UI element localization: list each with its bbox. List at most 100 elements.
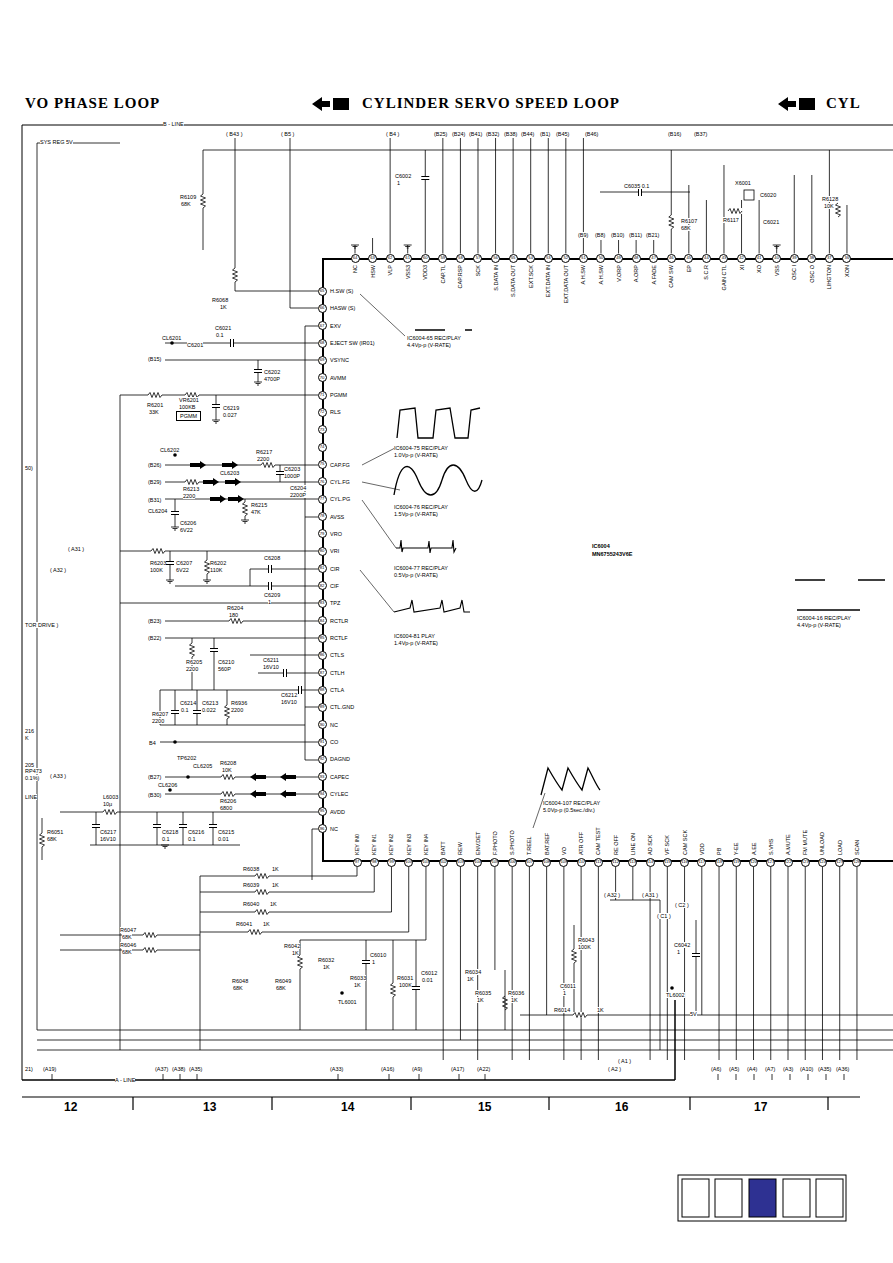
- component-label: 4700P: [264, 376, 280, 382]
- pin-number: 99: [387, 858, 396, 867]
- resistor-gap: [255, 909, 269, 915]
- component-label: (B27): [148, 774, 161, 780]
- resistor-gap: [39, 833, 45, 847]
- waveform: [541, 768, 600, 795]
- wire: [460, 867, 461, 1041]
- part-name: IC6004: [592, 543, 610, 549]
- resistor-symbol: [391, 983, 396, 997]
- wire: [157, 812, 158, 845]
- component-label: 1K: [354, 982, 361, 988]
- wire: [581, 867, 582, 1061]
- component-label: 0.1: [216, 332, 224, 338]
- pin-number: 76: [318, 477, 327, 486]
- pin-name: CAM TEST: [595, 827, 601, 855]
- component-label: ( A33 ): [50, 773, 66, 779]
- component-label: (B22): [148, 635, 161, 641]
- capacitor-gap: [192, 711, 202, 714]
- pin-number: 53: [544, 254, 553, 263]
- ground-symbol: [254, 382, 262, 383]
- pin-name: SCAN: [854, 840, 860, 855]
- capacitor-gap: [178, 825, 188, 828]
- wire: [563, 867, 564, 1061]
- pin-name: HSW: [370, 265, 376, 278]
- capacitor-symbol: [421, 179, 429, 180]
- pin-number: 117: [697, 858, 706, 867]
- resistor-gap: [835, 203, 841, 217]
- pin-number: 55: [509, 254, 518, 263]
- pin-number: 92: [318, 755, 327, 764]
- wire: [706, 200, 707, 254]
- resistor-gap: [185, 479, 199, 485]
- wire: [790, 1074, 791, 1080]
- ground-symbol: [212, 420, 220, 421]
- component-label: C6218: [162, 829, 178, 835]
- component-label: R6206: [220, 798, 236, 804]
- pin-number: 66: [318, 304, 327, 313]
- component-label: 1.4Vp-p (V-RATE): [394, 640, 438, 646]
- pin-name: CIF: [330, 583, 339, 589]
- ground-symbol: [174, 530, 176, 531]
- component-label: 4.4Vp-p (V-RATE): [797, 622, 841, 628]
- capacitor-symbol: [212, 407, 220, 408]
- pin-number: 106: [508, 858, 517, 867]
- resistor-symbol: [261, 463, 275, 468]
- resistor-symbol: [205, 560, 210, 574]
- capacitor-gap: [420, 177, 430, 180]
- component-label: R6204: [227, 605, 243, 611]
- ground-symbol: [161, 845, 169, 846]
- capacitor-gap: [170, 711, 180, 714]
- wire: [772, 1074, 773, 1080]
- component-label: 2200: [152, 718, 164, 724]
- pin-number: 78: [318, 512, 327, 521]
- pin-name: EXV: [330, 323, 341, 329]
- component-label: R6202: [210, 560, 226, 566]
- wire: [362, 500, 396, 548]
- wire: [305, 326, 318, 327]
- pin-name: LOAD: [837, 840, 843, 855]
- junction-dot: [168, 788, 172, 792]
- wire: [22, 125, 23, 1080]
- component-label: 0.5Vp-p (V-RATE): [394, 572, 438, 578]
- resistor-gap: [229, 618, 243, 624]
- pin-name: KEY IN1: [371, 834, 377, 855]
- pin-number: 107: [525, 858, 534, 867]
- pin-name: A.EE: [751, 842, 757, 855]
- component-label: R6031: [397, 975, 413, 981]
- capacitor-symbol: [692, 956, 700, 957]
- pin-number: 110: [577, 858, 586, 867]
- resistor-gap: [143, 947, 157, 953]
- capacitor-symbol: [212, 404, 220, 405]
- pin-number: 91: [318, 738, 327, 747]
- component-label: (A36): [836, 1066, 849, 1072]
- component-label: 1K: [292, 950, 299, 956]
- pin-number: 67: [318, 321, 327, 330]
- capacitor-symbol: [362, 960, 370, 961]
- wire: [120, 551, 318, 552]
- pin-number: 89: [318, 703, 327, 712]
- wire: [165, 638, 318, 639]
- junction-dot: [170, 341, 174, 345]
- pin-name: KEY IN0: [354, 834, 360, 855]
- capacitor-symbol: [301, 686, 302, 694]
- resistor-symbol: [573, 1013, 587, 1018]
- resistor-gap: [242, 502, 248, 516]
- capacitor-symbol: [298, 686, 299, 694]
- component-label: (B38): [504, 131, 517, 137]
- pin-number: 69: [318, 356, 327, 365]
- pin-name: EP: [686, 265, 692, 272]
- component-label: 1K: [272, 866, 279, 872]
- component-label: 0.1: [181, 707, 189, 713]
- component-label: 2200: [231, 707, 243, 713]
- wire: [856, 867, 857, 1061]
- component-label: R6048: [232, 978, 248, 984]
- component-label: 16V10: [263, 664, 279, 670]
- wire: [485, 1074, 486, 1080]
- pin-name: RE OFF: [613, 835, 619, 855]
- wire: [494, 867, 495, 971]
- pin-number: 65: [318, 287, 327, 296]
- pin-number: 121: [766, 858, 775, 867]
- component-label: C6042: [674, 942, 690, 948]
- component-label: ( A32 ): [50, 567, 66, 573]
- ground-symbol: [173, 528, 178, 529]
- junction-dot: [670, 986, 674, 990]
